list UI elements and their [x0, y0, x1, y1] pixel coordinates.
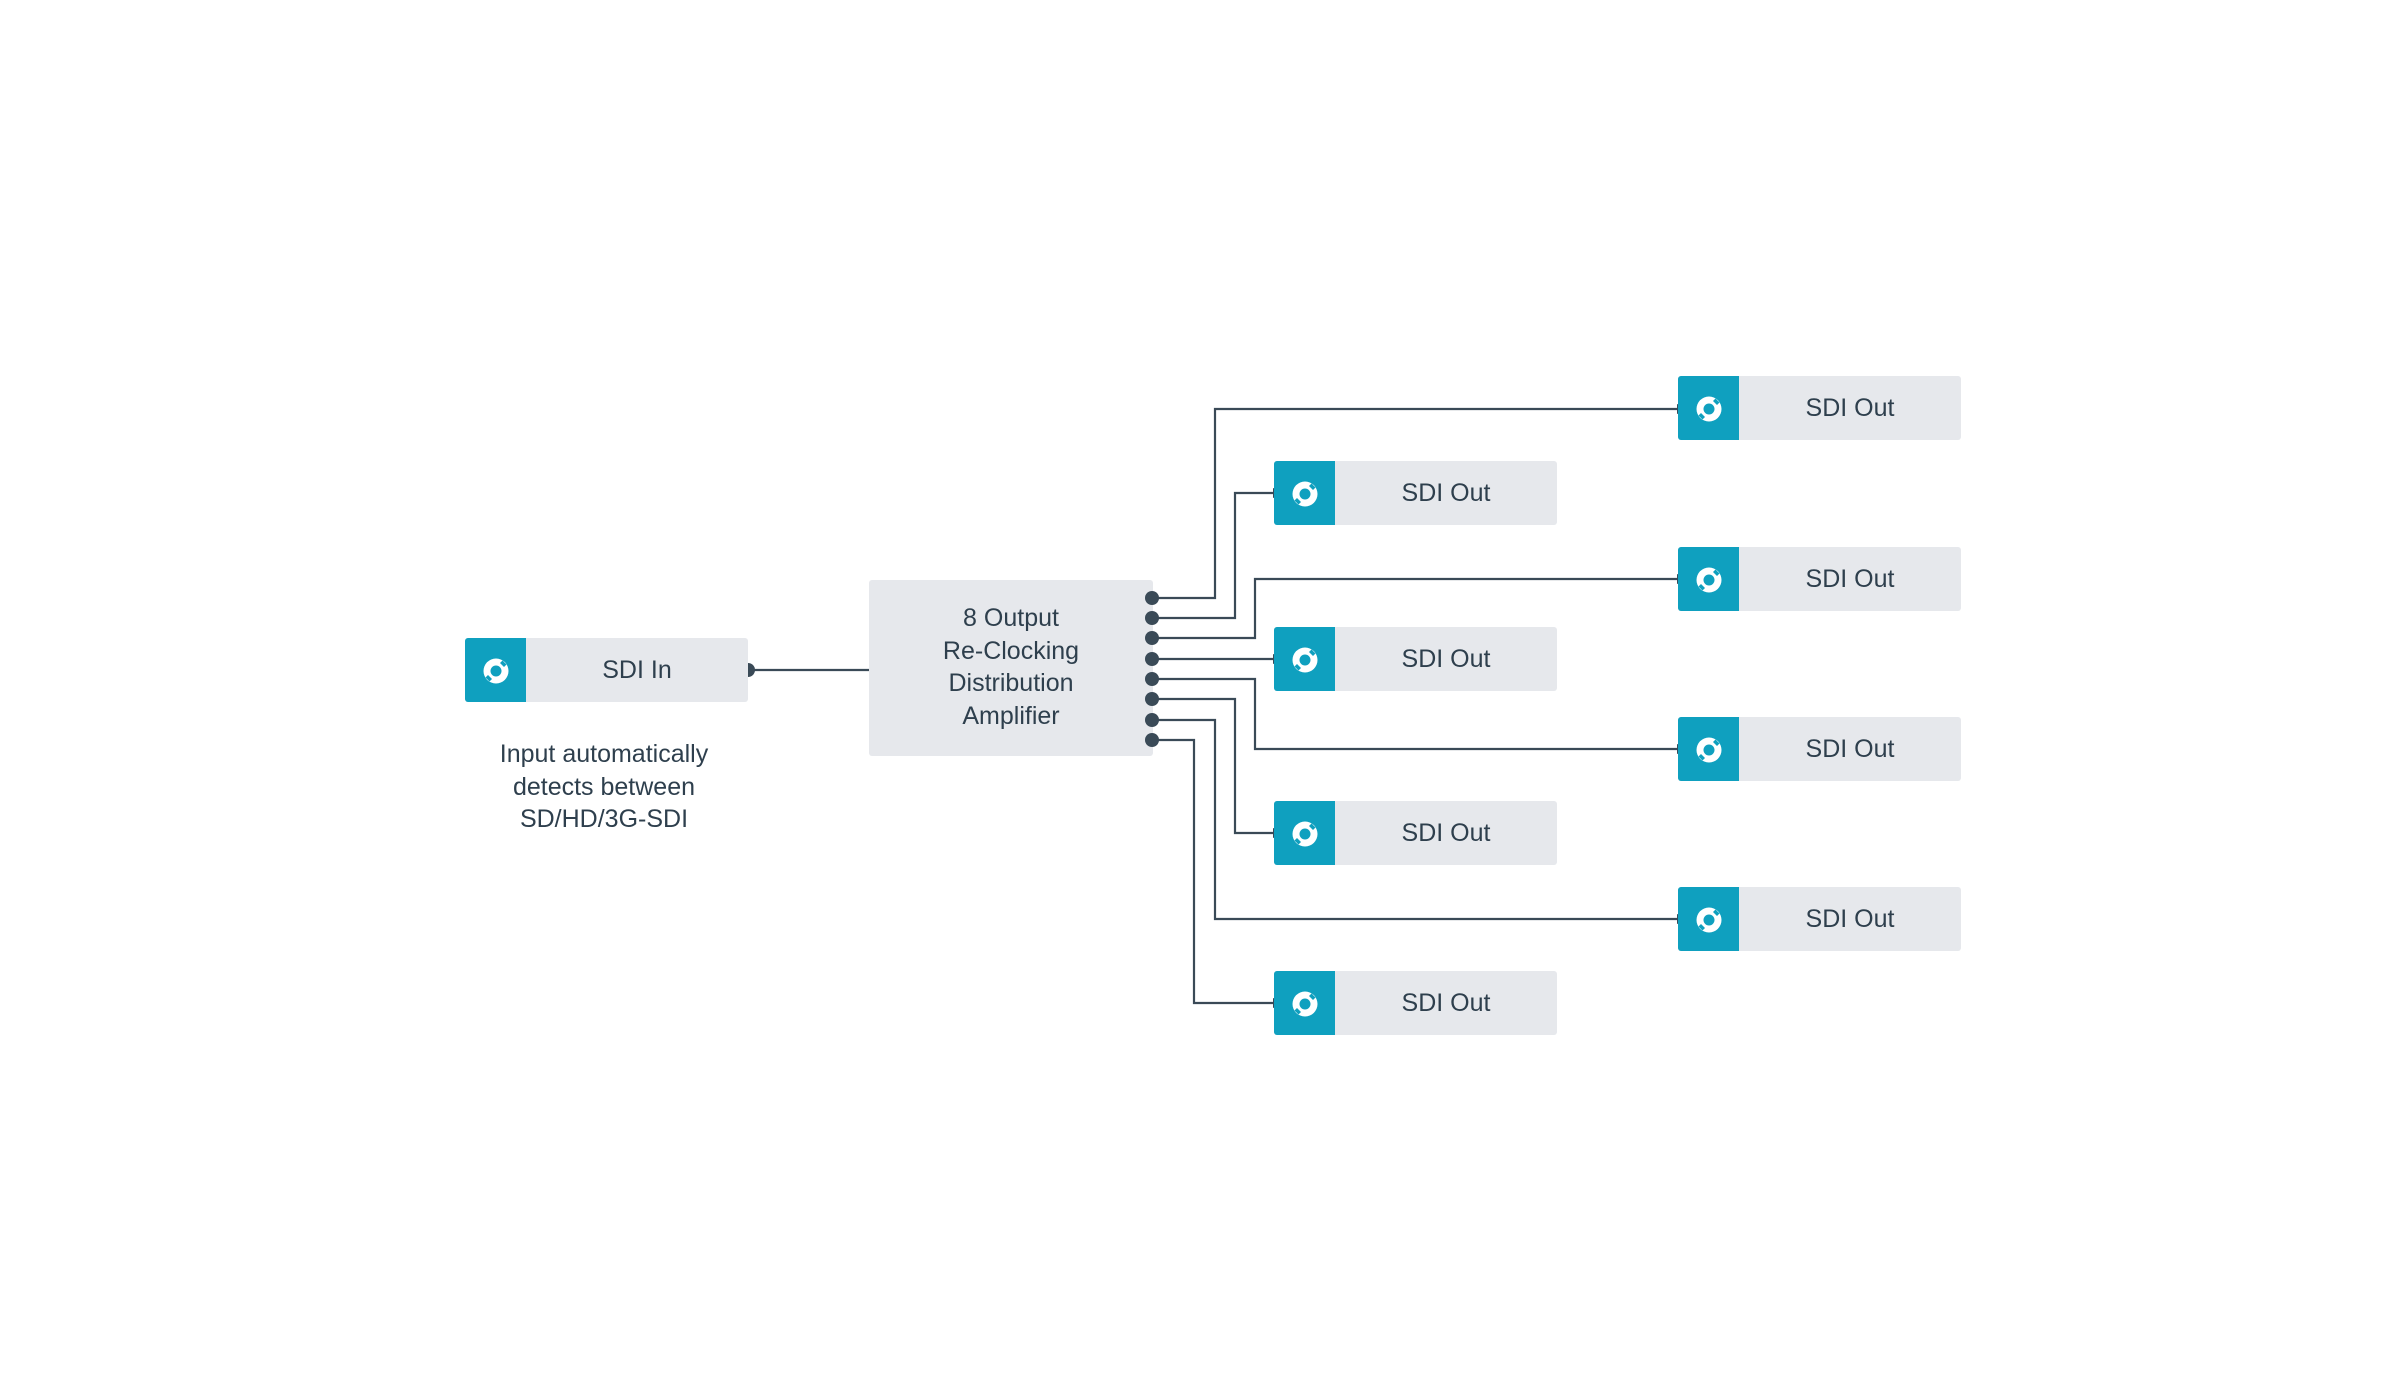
bnc-connector-icon [1274, 971, 1335, 1035]
sdi-output-node-3: SDI Out [1678, 547, 1961, 611]
output-wire-7 [1152, 718, 1691, 924]
bnc-connector-icon [1678, 717, 1739, 781]
bnc-connector-icon [1678, 887, 1739, 951]
output-label: SDI Out [1805, 905, 1895, 933]
output-label: SDI Out [1805, 565, 1895, 593]
sdi-output-node-7: SDI Out [1678, 887, 1961, 951]
sdi-output-node-6: SDI Out [1274, 801, 1557, 865]
sdi-output-node-1: SDI Out [1678, 376, 1961, 440]
input-note-line: detects between [512, 772, 696, 801]
amplifier-label-line: Amplifier [962, 701, 1060, 730]
sdi-output-node-4: SDI Out [1274, 627, 1557, 691]
amplifier-label-line: Distribution [948, 669, 1074, 697]
output-label: SDI Out [1805, 394, 1895, 422]
bnc-connector-icon [465, 638, 526, 702]
sdi-output-node-8: SDI Out [1274, 971, 1557, 1035]
output-label: SDI Out [1401, 989, 1491, 1017]
distribution-amplifier: 8 Output Re-Clocking Distribution Amplif… [869, 580, 1153, 756]
input-note-line: Input automatically [499, 740, 709, 768]
output-label: SDI Out [1401, 819, 1491, 847]
output-wire-6 [1152, 697, 1287, 838]
bnc-connector-icon [1274, 461, 1335, 525]
output-wire-1 [1152, 404, 1691, 600]
input-label: SDI In [602, 656, 672, 684]
bnc-connector-icon [1678, 547, 1739, 611]
output-label: SDI Out [1401, 479, 1491, 507]
bnc-connector-icon [1274, 801, 1335, 865]
sdi-input-node: SDI In [465, 638, 748, 702]
sdi-output-node-5: SDI Out [1678, 717, 1961, 781]
bnc-connector-icon [1678, 376, 1739, 440]
output-wire-3 [1152, 574, 1691, 640]
output-label: SDI Out [1401, 645, 1491, 673]
input-note: Input automatically detects between SD/H… [466, 738, 742, 836]
amplifier-label: 8 Output Re-Clocking Distribution Amplif… [869, 602, 1153, 732]
output-wire-8 [1152, 738, 1287, 1008]
bnc-connector-icon [1274, 627, 1335, 691]
output-label: SDI Out [1805, 735, 1895, 763]
input-note-line: SD/HD/3G-SDI [519, 805, 689, 833]
amplifier-label-line: 8 Output [963, 604, 1059, 632]
output-wire-5 [1152, 677, 1691, 754]
output-wire-2 [1152, 488, 1287, 620]
sdi-output-node-2: SDI Out [1274, 461, 1557, 525]
amplifier-label-line: Re-Clocking [942, 636, 1080, 665]
